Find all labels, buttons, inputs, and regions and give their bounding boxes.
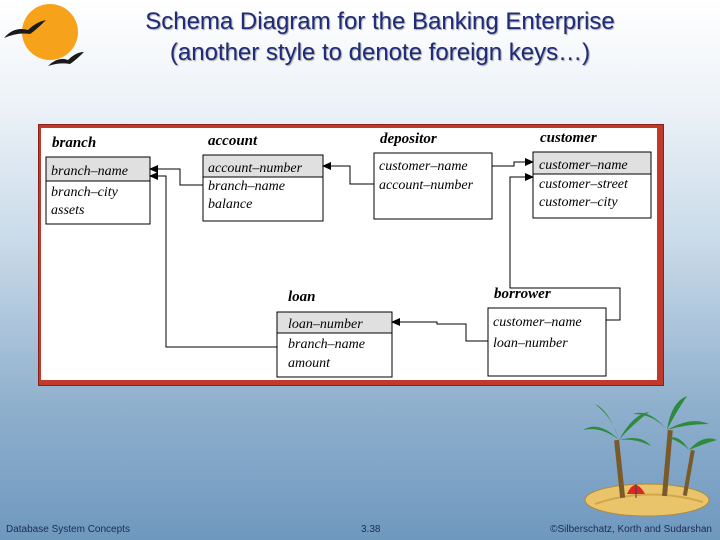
- slide-title: Schema Diagram for the Banking Enterpris…: [40, 6, 720, 68]
- attr-customer-street: customer–street: [539, 177, 629, 192]
- footer-course: Database System Concepts: [6, 524, 130, 535]
- fk-depositor-customer: [492, 158, 534, 167]
- attr-branch-city: branch–city: [51, 185, 119, 200]
- attr-customer-city: customer–city: [539, 195, 618, 210]
- footer-slide-number: 3.38: [361, 524, 381, 535]
- attr-depositor-account-number: account–number: [379, 178, 474, 193]
- palm-island-graphic: [583, 396, 717, 517]
- table-customer: customer customer–name customer–street c…: [532, 130, 652, 219]
- footer-copyright: ©Silberschatz, Korth and Sudarshan: [550, 524, 712, 535]
- attr-assets: assets: [51, 203, 85, 218]
- fk-borrower-loan: [391, 318, 488, 342]
- table-name-customer: customer: [540, 130, 597, 146]
- table-depositor: depositor customer–name account–number: [373, 131, 493, 220]
- birds-sun-logo: [4, 4, 84, 66]
- key-branch-name: branch–name: [51, 164, 128, 179]
- attr-amount: amount: [288, 356, 331, 371]
- table-branch: branch branch–name branch–city assets: [45, 135, 151, 225]
- table-name-branch: branch: [52, 135, 96, 151]
- table-name-borrower: borrower: [494, 286, 551, 302]
- attr-borrower-customer-name: customer–name: [493, 315, 582, 330]
- title-line-2: (another style to denote foreign keys…): [169, 39, 591, 66]
- key-cell-branch: [45, 156, 151, 182]
- fk-account-branch: [149, 165, 203, 186]
- table-name-account: account: [208, 133, 258, 149]
- table-name-loan: loan: [288, 289, 316, 305]
- fk-loan-branch: [149, 172, 277, 348]
- attr-balance: balance: [208, 197, 252, 212]
- table-borrower: borrower customer–name loan–number: [487, 286, 607, 377]
- attr-loan-branch-name: branch–name: [288, 337, 365, 352]
- title-line-1: Schema Diagram for the Banking Enterpris…: [145, 8, 615, 35]
- key-account-number: account–number: [208, 161, 303, 176]
- table-name-depositor: depositor: [380, 131, 437, 147]
- key-customer-name: customer–name: [539, 158, 628, 173]
- foreign-key-arrows: [149, 158, 621, 348]
- table-loan: loan loan–number branch–name amount: [276, 289, 393, 378]
- attr-depositor-customer-name: customer–name: [379, 159, 468, 174]
- fk-borrower-customer: [509, 173, 621, 321]
- table-account: account account–number branch–name balan…: [202, 133, 324, 222]
- attr-account-branch-name: branch–name: [208, 179, 285, 194]
- key-loan-number: loan–number: [288, 317, 363, 332]
- attr-borrower-loan-number: loan–number: [493, 336, 568, 351]
- fk-depositor-account: [322, 162, 374, 185]
